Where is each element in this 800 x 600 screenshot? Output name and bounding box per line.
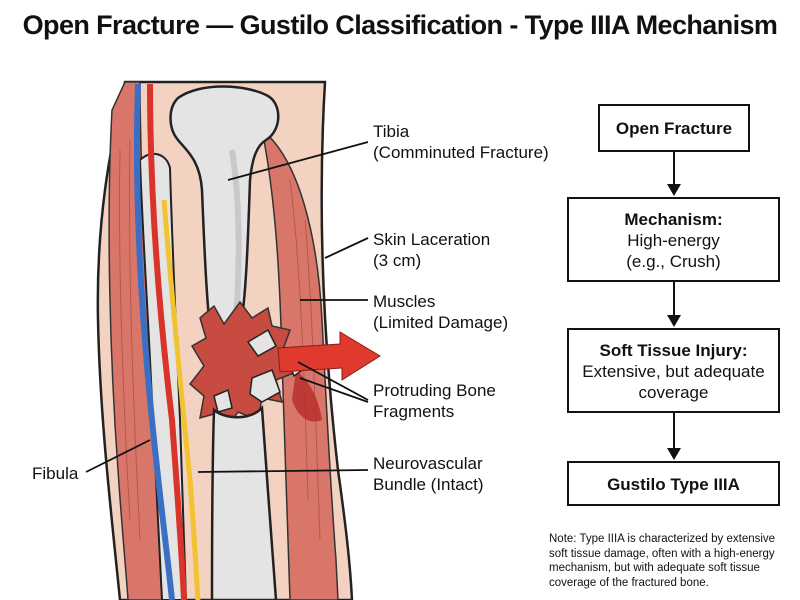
bone-fragment-1 <box>246 328 277 357</box>
vein <box>133 83 175 600</box>
nerve <box>161 199 201 600</box>
fibula-label: Fibula <box>32 464 79 483</box>
muscles-label: Muscles(Limited Damage) <box>373 292 509 332</box>
injury-hemorrhage <box>292 370 322 422</box>
bone-fragment-2 <box>249 369 281 403</box>
protrusion-arrow <box>277 331 381 381</box>
flow-box-mechanism: Mechanism: High-energy (e.g., Crush) <box>567 197 780 282</box>
flow-box-gustilo-type: Gustilo Type IIIA <box>567 461 780 506</box>
skin-laceration-label: Skin Laceration(3 cm) <box>373 230 491 270</box>
tibia-label: Tibia(Comminuted Fracture) <box>373 122 549 162</box>
tibia-bone-upper <box>169 85 280 332</box>
flow-box-soft-tissue: Soft Tissue Injury: Extensive, but adequ… <box>567 328 780 413</box>
footnote: Note: Type IIIA is characterized by exte… <box>549 533 776 589</box>
leg-cross-section-illustration <box>85 80 381 600</box>
bone-fragment-4 <box>213 388 233 413</box>
flow-box-open-fracture: Open Fracture <box>598 104 750 152</box>
tibia-bone-lower <box>210 405 278 600</box>
artery <box>147 83 187 600</box>
page-title: Open Fracture — Gustilo Classification -… <box>22 10 778 40</box>
